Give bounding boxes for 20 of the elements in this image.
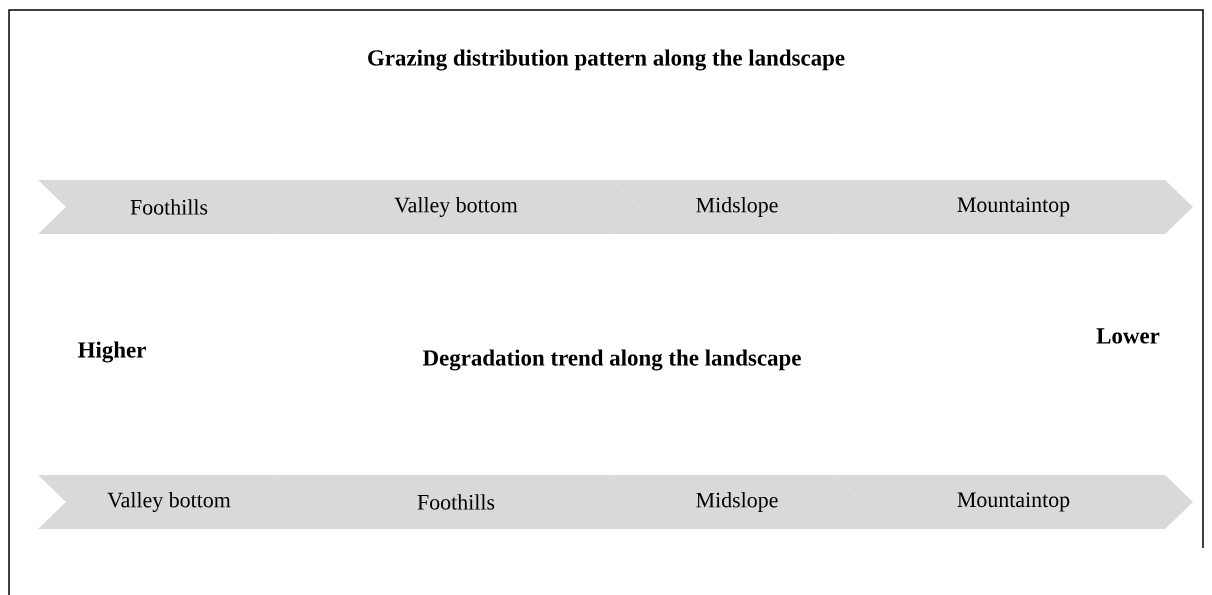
label: Higher — [78, 341, 146, 363]
node-label: Midslope — [696, 197, 778, 217]
node-label: Valley bottom — [107, 492, 231, 512]
node-label: Valley bottom — [394, 197, 518, 217]
node-label: Mountaintop — [957, 197, 1070, 217]
label: Lower — [1096, 328, 1160, 344]
process-step: Midslope — [612, 475, 862, 529]
process-step: Midslope — [612, 180, 862, 234]
title: Grazing distribution pattern along the landscape — [368, 49, 845, 71]
process-step: Valley bottom — [272, 180, 640, 234]
label: Degradation trend along the landscape — [422, 349, 801, 371]
process-step: Foothills — [38, 180, 300, 234]
node-label: Foothills — [417, 494, 495, 510]
process-step: Foothills — [272, 475, 640, 529]
process-step: Mountaintop — [834, 475, 1193, 529]
process-step: Valley bottom — [38, 475, 300, 529]
node-label: Foothills — [130, 199, 208, 215]
node-label: Mountaintop — [957, 492, 1070, 512]
node-label: Midslope — [696, 492, 778, 512]
process-step: Mountaintop — [834, 180, 1193, 234]
